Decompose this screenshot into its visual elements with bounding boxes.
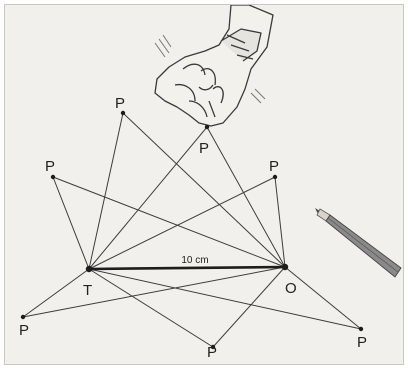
point-p2-marker [51,175,55,179]
baseline-label: 10 cm [181,255,208,266]
baseline-T-O [89,267,285,269]
point-p4-label: P [269,158,279,175]
base-point-T-marker [86,266,92,272]
line-p7-O [285,267,361,329]
line-p1-O [123,113,285,267]
construction-lines [23,113,361,347]
point-markers [21,111,363,349]
point-labels: P P P P P P P T O [19,95,367,361]
point-p4-marker [273,175,277,179]
point-p7-marker [359,327,363,331]
line-p3-O [207,127,285,267]
pencil-icon [315,208,401,277]
point-p7-label: P [357,334,367,351]
point-p5-label: P [19,322,29,339]
line-p5-T [23,269,89,317]
base-point-T-label: T [83,282,92,299]
base-point-O-label: O [285,280,297,297]
line-p2-O [53,177,285,267]
point-p5-marker [21,315,25,319]
line-p6-T [89,269,213,347]
point-p3-marker [205,125,209,129]
base-point-O-marker [282,264,288,270]
line-p1-T [89,113,123,269]
point-p2-label: P [45,158,55,175]
point-p1-label: P [115,95,125,112]
diagram-figure: 10 cm P P P P P P P T O [4,4,404,365]
line-p4-O [275,177,285,267]
diagram-canvas: 10 cm P P P P P P P T O [5,5,405,366]
hand-icon [155,5,273,126]
point-p6-label: P [207,344,217,361]
point-p3-label: P [199,140,209,157]
line-p2-T [53,177,89,269]
